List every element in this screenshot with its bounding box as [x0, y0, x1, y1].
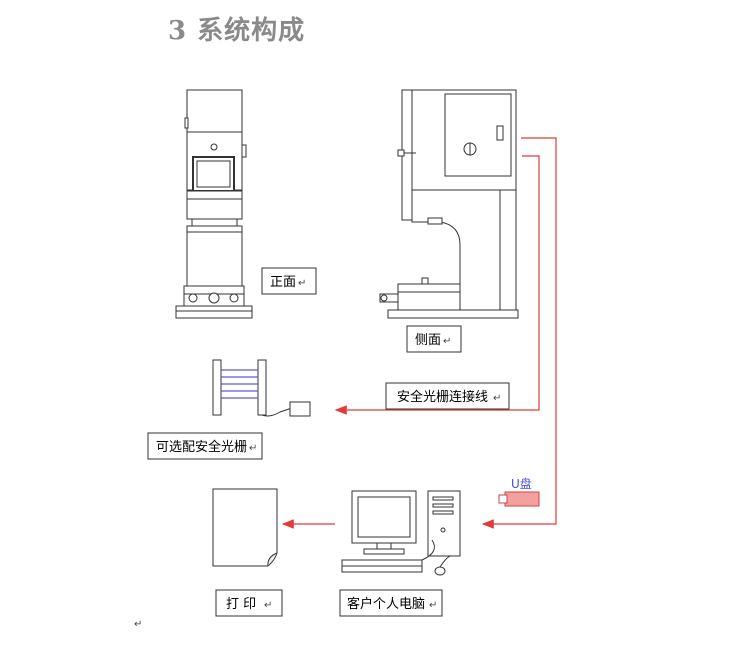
return-mark: ↵	[298, 278, 306, 289]
label-box-cable: 安全光栅连接线 ↵	[385, 382, 510, 410]
label-print: 打 印	[226, 597, 256, 612]
return-mark: ↵	[264, 600, 272, 611]
label-box-side: 侧面 ↵	[406, 325, 462, 353]
label-box-print: 打 印 ↵	[215, 589, 283, 617]
light-curtain-device	[212, 359, 311, 417]
label-front: 正面	[270, 275, 296, 290]
return-mark: ↵	[429, 600, 437, 611]
return-mark: ↵	[249, 443, 257, 454]
press-side-view	[379, 89, 519, 319]
press-front-view	[175, 89, 253, 319]
stray-return-mark: ↵	[134, 619, 142, 630]
return-mark: ↵	[493, 393, 501, 404]
usb-label: U盘	[511, 476, 532, 491]
label-box-optional: 可选配安全光栅 ↵	[147, 432, 263, 460]
connection-lines	[281, 137, 557, 529]
label-optional-light-curtain: 可选配安全光栅	[156, 439, 247, 455]
paper-icon	[212, 488, 278, 567]
page-title: 3 系统构成	[168, 16, 306, 46]
usb-drive-icon	[498, 491, 540, 507]
label-customer-pc: 客户个人电脑	[347, 596, 425, 612]
label-side: 侧面	[415, 333, 441, 348]
computer-icon	[341, 490, 461, 576]
label-light-curtain-cable: 安全光栅连接线	[397, 389, 488, 405]
label-box-front: 正面 ↵	[261, 267, 317, 295]
label-box-pc: 客户个人电脑 ↵	[339, 589, 443, 617]
return-mark: ↵	[443, 336, 451, 347]
